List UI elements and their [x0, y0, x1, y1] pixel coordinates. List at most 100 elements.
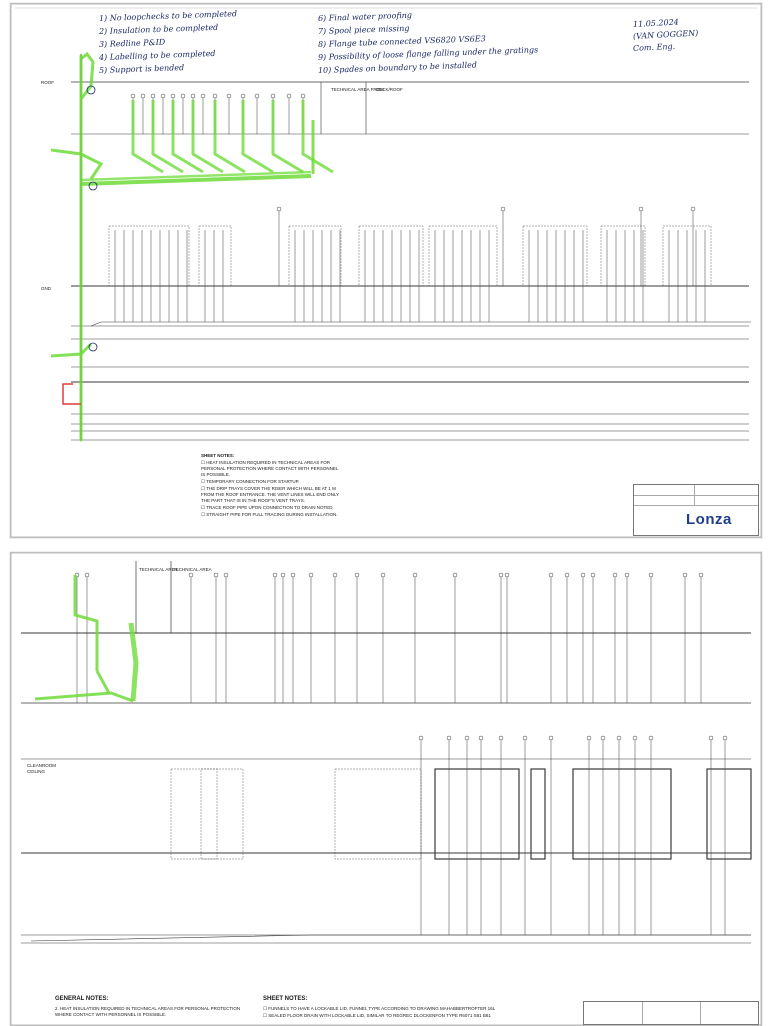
redline-riser-2: [73, 575, 99, 671]
note-marker: [88, 342, 98, 352]
redline-drop: [213, 100, 246, 174]
vent-cap: [226, 93, 232, 99]
equipment-group: [600, 225, 646, 287]
drawing-sheet-2: TECHNICAL AREA TECHNICAL AREA CLEANROOM …: [10, 552, 762, 1026]
vent-cap: [638, 206, 644, 212]
vent-cap: [548, 735, 554, 741]
vent-cap: [223, 572, 229, 578]
redline-drop: [241, 100, 274, 174]
vent-cap: [240, 93, 246, 99]
redline-drop: [191, 100, 224, 174]
equipment-box: [200, 768, 244, 860]
redline-top: [79, 51, 95, 100]
vent-cap: [478, 735, 484, 741]
vent-cap: [332, 572, 338, 578]
equipment-box: [706, 768, 752, 860]
vent-cap: [612, 572, 618, 578]
area-label-technical-a: TECHNICAL AREA: [139, 567, 178, 572]
sheet-notes-list: ☐ HEAT INSULATION REQUIRED IN TECHNICAL …: [201, 460, 341, 519]
vent-cap: [504, 572, 510, 578]
vent-cap: [130, 93, 136, 99]
red-markup: [62, 383, 81, 405]
vent-cap: [586, 735, 592, 741]
vent-cap: [160, 93, 166, 99]
vent-cap: [276, 206, 282, 212]
redline-column: [128, 622, 139, 702]
redline-lower: [50, 342, 93, 358]
sheet-note-5: ☐ STRAIGHT PIPE FOR FULL TRACING DURING …: [201, 512, 338, 517]
equipment-group: [198, 225, 232, 287]
general-note-line-1: 2. HEAT INSULATION REQUIRED IN TECHNICAL…: [55, 1006, 241, 1011]
vent-cap: [632, 735, 638, 741]
equipment-box: [170, 768, 218, 860]
vent-cap: [354, 572, 360, 578]
pid-schematic-2: [11, 553, 761, 1025]
title-block-2: [583, 1001, 759, 1025]
sheet2-note-2: ☐ SEALED FLOOR DRAIN WITH LOCKABLE LID, …: [263, 1013, 491, 1018]
vent-cap: [140, 93, 146, 99]
vent-cap: [418, 735, 424, 741]
vent-cap: [180, 93, 186, 99]
vent-cap: [498, 572, 504, 578]
level-label-roof: ROOF: [41, 80, 54, 85]
equipment-group: [108, 225, 190, 287]
vent-cap: [722, 735, 728, 741]
redline-branch-2: [34, 691, 134, 703]
vent-cap: [590, 572, 596, 578]
collector-line: [90, 321, 751, 327]
vent-cap: [600, 735, 606, 741]
vent-cap: [698, 572, 704, 578]
area-label-deck: DECK/ROOF: [376, 87, 403, 92]
redline-header: [80, 174, 312, 186]
title-block: Lonza: [633, 484, 759, 536]
redline-drop: [301, 100, 334, 174]
vent-cap: [412, 572, 418, 578]
vent-cap: [498, 735, 504, 741]
vent-cap: [308, 572, 314, 578]
equipment-group: [358, 225, 424, 287]
sheet2-notes-title: SHEET NOTES:: [263, 996, 308, 1002]
vent-cap: [188, 572, 194, 578]
vent-cap: [690, 206, 696, 212]
vent-cap: [212, 93, 218, 99]
area-label-cleanroom: CLEANROOM: [27, 763, 57, 768]
vent-cap: [522, 735, 528, 741]
redline-drop: [171, 100, 204, 174]
vent-cap: [648, 735, 654, 741]
vent-cap: [190, 93, 196, 99]
vent-cap: [150, 93, 156, 99]
general-note-line-2: WHERE CONTACT WITH PERSONNEL IS POSSIBLE…: [55, 1012, 167, 1017]
sheet-note-1: ☐ HEAT INSULATION REQUIRED IN TECHNICAL …: [201, 460, 339, 477]
vent-cap: [290, 572, 296, 578]
sheet2-note-1: ☐ FUNNELS TO HAVE A LOCKABLE LID. FUNNEL…: [263, 1006, 496, 1011]
sheet-note-3: ☐ THE DRIP TRAYS COVER THE RISER WHICH W…: [201, 486, 339, 503]
vent-cap: [254, 93, 260, 99]
equipment-box: [572, 768, 672, 860]
vent-cap: [270, 93, 276, 99]
vent-cap: [170, 93, 176, 99]
redline-drop: [271, 100, 304, 174]
vent-cap: [280, 572, 286, 578]
vent-cap: [500, 206, 506, 212]
level-label-gnd: GND: [41, 286, 51, 291]
vent-cap: [548, 572, 554, 578]
sheet-note-2: ☐ TEMPORARY CONNECTION FOR STARTUP.: [201, 479, 300, 484]
equipment-group: [288, 225, 342, 287]
vent-cap: [446, 735, 452, 741]
vent-cap: [682, 572, 688, 578]
vent-cap: [452, 572, 458, 578]
general-notes-title: GENERAL NOTES:: [55, 996, 109, 1002]
redline-drop: [131, 100, 164, 174]
vent-cap: [380, 572, 386, 578]
vent-cap: [708, 735, 714, 741]
vent-cap: [616, 735, 622, 741]
lonza-logo: Lonza: [686, 511, 732, 528]
vent-cap: [200, 93, 206, 99]
equipment-box: [334, 768, 422, 860]
vent-cap: [580, 572, 586, 578]
sheet-notes-title: SHEET NOTES:: [201, 453, 235, 458]
sheet-note-4: ☐ TRACE ROOF PIPE UPON CONNECTION TO DRA…: [201, 505, 334, 510]
equipment-box: [530, 768, 546, 860]
pid-schematic-1: [11, 4, 761, 537]
